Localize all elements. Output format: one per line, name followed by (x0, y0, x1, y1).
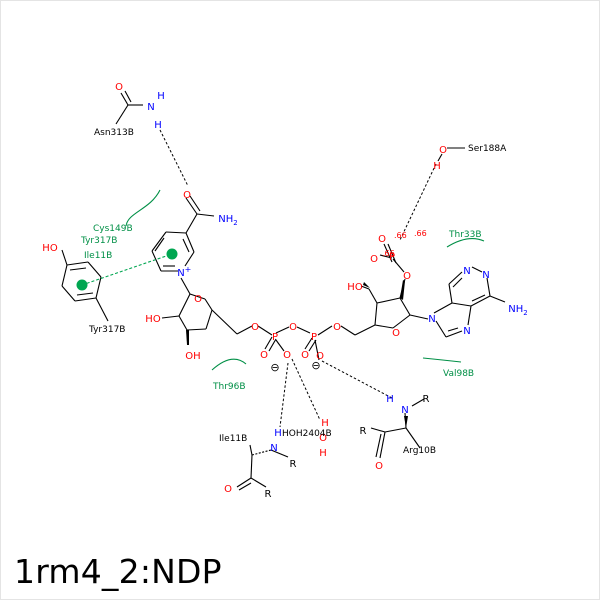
atom-n7: N (463, 326, 470, 337)
hydrophobic-arc-thr96b (211, 358, 247, 371)
atom-ho-ribose1: HO (145, 314, 161, 325)
atom-o-water: O (319, 433, 327, 444)
distance-3: .66 (382, 249, 395, 258)
atom-r-arg-c: R (360, 426, 367, 437)
hbonds (159, 129, 437, 428)
atom-o-p3b: O (370, 254, 378, 265)
charge-minus-p2: ⊖ (311, 359, 320, 372)
atom-o-carboxamide: O (183, 190, 191, 201)
atom-charge-plus: + (185, 265, 192, 274)
atom-o-p1b: O (283, 350, 291, 361)
atom-o-p1a: O (260, 350, 268, 361)
atom-n-arg: N (401, 405, 408, 416)
residue-ile11b-bottom: Ile11B (219, 434, 247, 444)
atom-o-ile: O (224, 484, 232, 495)
atom-o-p2a: O (301, 350, 309, 361)
atom-oh-ribose1: OH (185, 351, 200, 362)
atom-h1-asn: H (157, 91, 165, 102)
atom-n1: N (463, 266, 470, 277)
hydrophobic-arc-thr33b (446, 238, 485, 248)
atom-o-asn: O (115, 82, 123, 93)
residue-labels: Asn313B Ser188A Tyr317B Ile11B HOH2404B … (88, 128, 507, 456)
atom-h-ser: H (433, 161, 441, 172)
residue-thr33b: Thr33B (448, 230, 482, 240)
atom-o-ribose2: O (392, 328, 400, 339)
atom-o-arg: O (375, 461, 383, 472)
diagram-caption: 1rm4_2:NDP (14, 552, 222, 591)
residue-ser188a: Ser188A (468, 144, 507, 154)
atom-r-arg-n: R (423, 394, 430, 405)
atom-n-pyridinium: N (177, 268, 184, 279)
atom-o-p3a: O (378, 234, 386, 245)
residue-tyr317b-bottom: Tyr317B (88, 325, 125, 335)
atom-h-ile: H (274, 428, 282, 439)
atom-o-2prime: O (403, 271, 411, 282)
distance-1: .66 (394, 231, 407, 240)
atom-ho-tyr: HO (42, 243, 58, 254)
atom-nh2-carboxamide: NH2 (218, 214, 237, 227)
atom-r-ile-c: R (265, 489, 272, 500)
residue-thr96b: Thr96B (212, 382, 246, 392)
atom-h-arg: H (386, 394, 394, 405)
atom-n-ile: N (270, 443, 277, 454)
atom-h2-water: H (319, 448, 327, 459)
residue-val98b: Val98B (443, 369, 474, 379)
atom-labels: O N H H O NH2 N + O HO OH O P O P O O O … (42, 82, 527, 500)
atom-o-p2b: O (316, 351, 324, 362)
hydrophobic-arc-val98b (422, 357, 462, 363)
atom-nh-asn: N (147, 102, 154, 113)
atom-p3: P (389, 252, 395, 263)
atom-o-ribose1: O (194, 294, 202, 305)
atom-h-water: H (321, 418, 329, 429)
hydrophobic-labels: Cys149B Tyr317B Ile11B Thr33B Thr96B Val… (80, 224, 482, 392)
atom-ho-ribose2: HO (347, 282, 363, 293)
residue-ile11b-top: Ile11B (84, 251, 112, 261)
pi-center-nicotinamide (166, 248, 178, 260)
residue-arg10b: Arg10B (403, 446, 436, 456)
atom-nh2-adenine: NH2 (508, 304, 527, 317)
atom-p2: P (311, 332, 317, 343)
atom-n9: N (428, 314, 435, 325)
atom-o-bridge: O (289, 322, 297, 333)
pi-center-tyrosine (76, 279, 88, 291)
atom-o-ester1: O (251, 322, 259, 333)
residue-tyr317b-top: Tyr317B (80, 236, 117, 246)
atom-o-ester2: O (333, 322, 341, 333)
charge-minus-p1: ⊖ (270, 361, 279, 374)
residue-asn313b: Asn313B (94, 128, 134, 138)
residue-hoh: HOH2404B (282, 429, 332, 439)
atom-h2-asn: H (154, 120, 162, 131)
residue-cys149b: Cys149B (93, 224, 133, 234)
distance-labels: .66 .66 .66 (382, 229, 427, 258)
atom-p1: P (272, 332, 278, 343)
pi-stacking-line (81, 253, 173, 286)
atom-n3: N (482, 270, 489, 281)
atom-r-ile-n: R (290, 459, 297, 470)
atom-o-ser: O (439, 145, 447, 156)
wedge-bonds (186, 280, 408, 428)
hydrophobic-contacts (125, 189, 485, 371)
hydrophobic-arc-cys149b (125, 189, 161, 227)
distance-2: .66 (414, 229, 427, 238)
